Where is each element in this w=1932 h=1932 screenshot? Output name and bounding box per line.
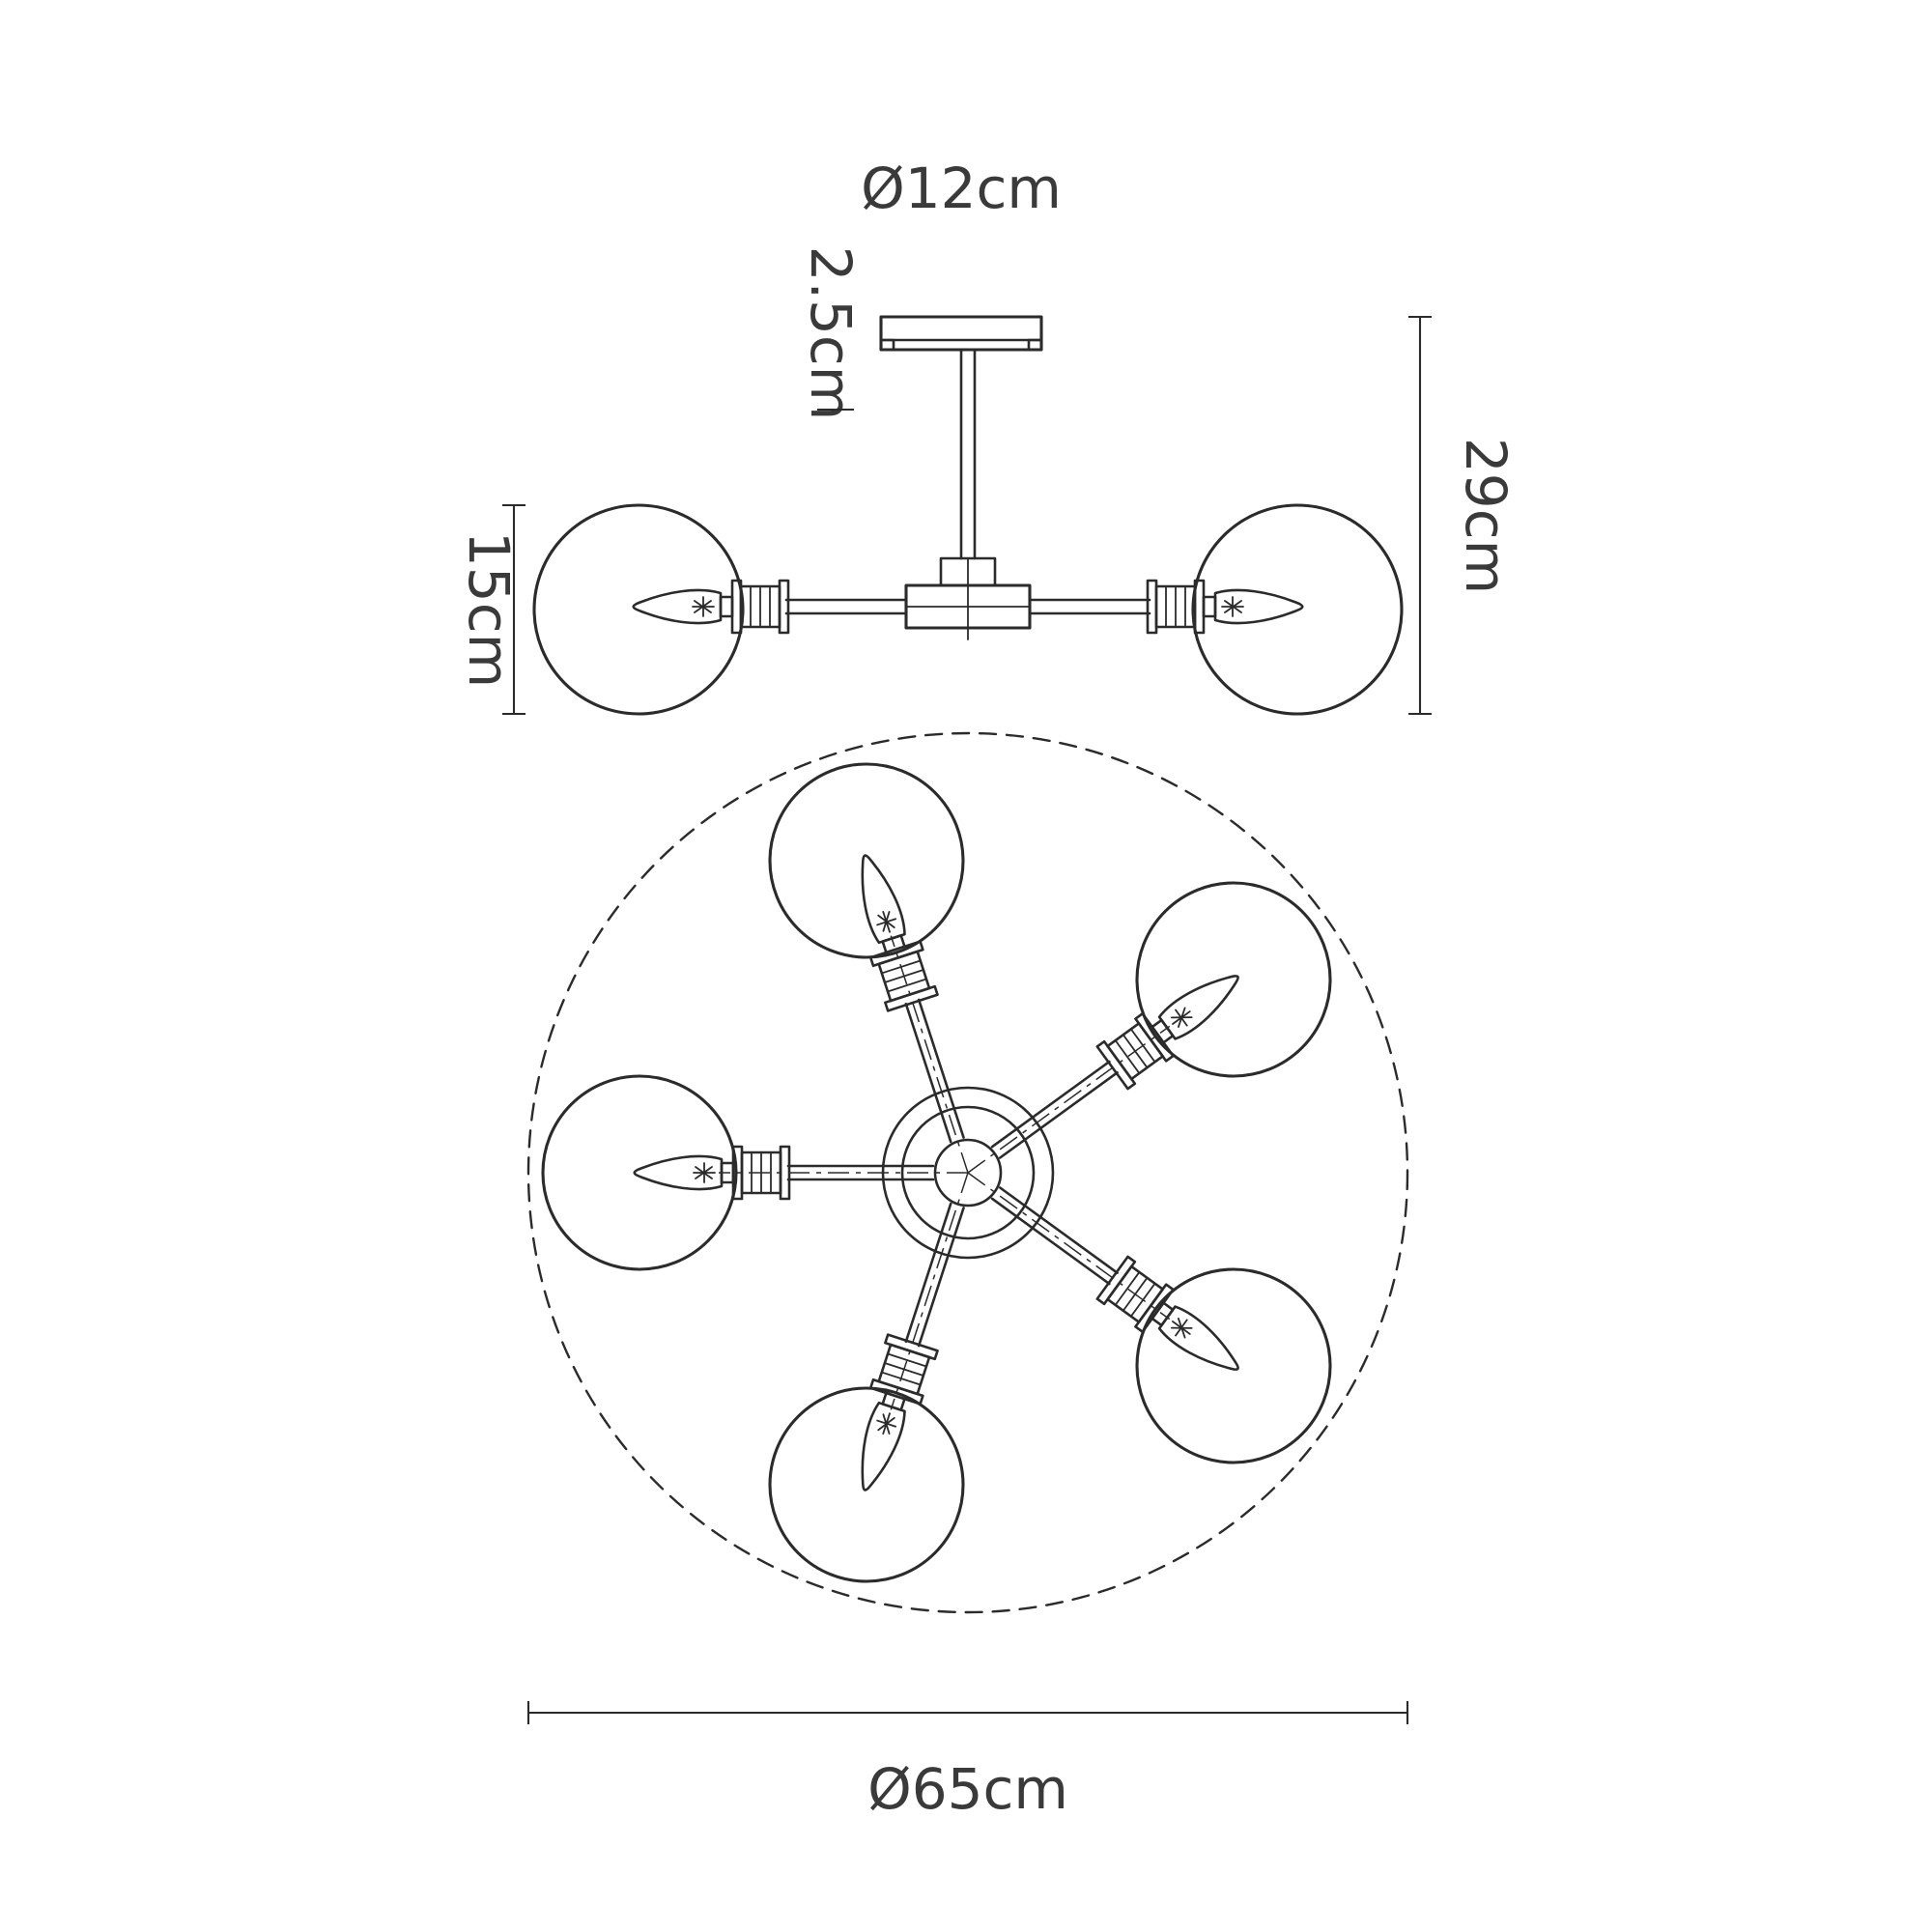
overall-diameter-label: Ø65cm xyxy=(867,1756,1068,1822)
overall-diameter-dim-line xyxy=(526,1701,1409,1724)
canopy xyxy=(879,315,1043,352)
shade-height-dim-line xyxy=(502,503,526,716)
left-lamp-holder xyxy=(632,579,790,635)
canopy-diameter-label: Ø12cm xyxy=(861,156,1062,221)
right-lamp-holder xyxy=(1146,579,1304,635)
globe-shade-bottom xyxy=(768,1386,965,1583)
overall-height-dim-line xyxy=(1408,315,1432,716)
arm-left xyxy=(635,1147,968,1199)
shade-height-label: 15cm xyxy=(456,531,522,688)
right-arm xyxy=(1028,598,1151,615)
overall-height-label: 29cm xyxy=(1453,438,1519,594)
left-globe-shade xyxy=(532,503,745,716)
plan-view: Ø65cm xyxy=(526,731,1409,1822)
central-hub xyxy=(904,556,1032,640)
globe-shade-lower-right xyxy=(1135,1267,1332,1464)
stem xyxy=(959,348,977,560)
globe-shade-top xyxy=(768,762,965,959)
globe-shade-left xyxy=(541,1074,738,1271)
side-view: Ø12cm 2.5cm 29cm 15cm xyxy=(456,156,1519,716)
canopy-height-label: 2.5cm xyxy=(798,246,864,421)
footprint-dashed-circle xyxy=(526,731,1409,1614)
right-globe-shade xyxy=(1191,503,1404,716)
globe-shade-upper-right xyxy=(1135,881,1332,1078)
left-arm xyxy=(784,598,908,615)
